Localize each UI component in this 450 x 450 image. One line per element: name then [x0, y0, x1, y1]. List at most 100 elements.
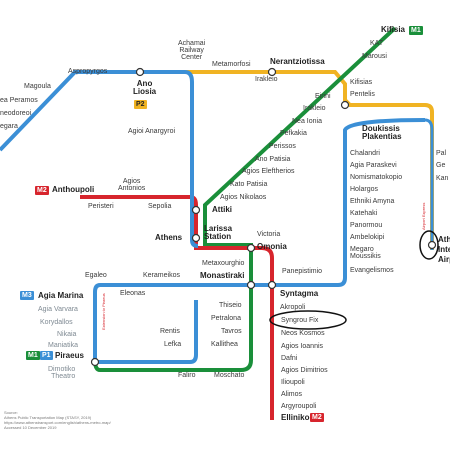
station-pefkakia: Pefkakia [280, 130, 307, 137]
station-syngrou-fix: Syngrou Fix [281, 317, 319, 324]
station-marousi: Marousi [362, 53, 387, 60]
badge-agia-marina-m3: M3 [20, 291, 34, 300]
station-alimos: Alimos [281, 391, 303, 398]
station-athens: Athens [155, 233, 183, 242]
station-evangelismos: Evangelismos [350, 267, 394, 274]
station-agios-dimitrios: Agios Dimitrios [281, 367, 328, 374]
station-ano-liosia: Ano Liosia [133, 79, 157, 96]
station-attiki: Attiki [212, 205, 232, 214]
station-korydallos: Korydallos [40, 319, 73, 326]
station-kato-patisia: Kato Patisia [230, 181, 268, 188]
source-note: Source: Athens Public Transportation Map… [4, 410, 111, 430]
station-nomismatokopio: Nomismatokopio [350, 174, 403, 181]
station-kifisias: Kifisias [350, 79, 373, 86]
station-piraeus: Piraeus [55, 351, 84, 360]
station-tavros: Tavros [221, 328, 242, 335]
station-irakleio-yellow: Irakleio [255, 76, 278, 83]
station-chalandri: Chalandri [350, 150, 380, 157]
station-kan: Kan [436, 175, 449, 182]
station-agia-varvara: Agia Varvara [38, 306, 78, 313]
station-faliro: Faliro [178, 372, 196, 379]
station-panormou: Panormou [350, 222, 383, 229]
station-achamai: Achamai Railway Center [178, 40, 206, 61]
line-blue-airport [424, 118, 434, 250]
station-magoula: Magoula [24, 83, 51, 90]
station-monastiraki: Monastiraki [200, 271, 245, 280]
note-left-vertical: Extension to Piraeus [101, 293, 106, 330]
station-agios-eleftherios: Agios Eleftherios [242, 168, 295, 175]
station-akropoli: Akropoli [280, 304, 306, 311]
station-petralona: Petralona [211, 315, 241, 322]
station-eleonas: Eleonas [120, 290, 146, 297]
station-agia-paraskevi: Agia Paraskevi [350, 162, 397, 169]
station-metamorfosi: Metamorfosi [212, 61, 251, 68]
station-megara: egara [0, 123, 18, 130]
badge-piraeus-m1: M1 [26, 351, 40, 360]
station-ath: Ath [438, 235, 450, 244]
station-panepistimio: Panepistimio [282, 268, 323, 275]
badge-elliniko-m2: M2 [310, 413, 324, 422]
station-kat: KAT [370, 40, 384, 47]
station-ano-patisia: Ano Patisia [255, 156, 291, 163]
station-elliniko: Elliniko [281, 413, 310, 422]
syngrou-fix-circle [269, 310, 347, 330]
station-agia-marina: Agia Marina [38, 291, 84, 300]
station-maniatika: Maniatika [48, 342, 78, 349]
station-larissa: Larissa Station [204, 224, 233, 241]
station-inte: Inte [438, 245, 450, 254]
station-syntagma: Syntagma [280, 289, 319, 298]
station-rentis: Rentis [160, 328, 180, 335]
station-neos-kosmos: Neos Kosmos [281, 330, 325, 337]
badge-piraeus-p1: P1 [40, 351, 53, 360]
station-anthoupoli: Anthoupoli [52, 185, 95, 194]
station-nea-ionia: Nea Ionia [292, 118, 322, 125]
station-pal: Pal [436, 150, 447, 157]
station-perissos: Perissos [269, 143, 296, 150]
station-airp: Airp [438, 255, 450, 264]
station-metaxourghio: Metaxourghio [202, 260, 245, 267]
station-aspropyrgos: Aspropyrgos [68, 68, 108, 75]
station-nikaia: Nikaia [57, 331, 77, 338]
line-m3-blue [93, 118, 426, 355]
station-sepolia: Sepolia [148, 203, 172, 210]
station-lefka: Lefka [164, 341, 182, 348]
station-dafni: Dafni [281, 355, 298, 362]
station-agios-ioannis: Agios Ioannis [281, 343, 324, 350]
badge-anthoupoli-m2: M2 [35, 186, 49, 195]
station-kifisia: Kifisia [381, 25, 406, 34]
station-holargos: Holargos [350, 186, 379, 193]
station-ge: Ge [436, 162, 446, 169]
line-m2-red [80, 195, 274, 420]
station-dimotiko: Dimotiko Theatro [48, 366, 76, 380]
station-peristeri: Peristeri [88, 203, 114, 210]
station-kerameikos: Kerameikos [143, 272, 180, 279]
station-nea-peramos: ea Peramos [0, 97, 38, 104]
note-right-vertical: Airport Express [421, 202, 426, 230]
station-eirini: Eirini [315, 93, 331, 100]
badge-kifisia-m1: M1 [409, 26, 423, 35]
station-katehaki: Katehaki [350, 210, 378, 217]
station-pentelis: Pentelis [350, 91, 375, 98]
line-m1-green [93, 26, 397, 372]
station-irakleio-green: Irakleio [303, 105, 326, 112]
station-ethniki-amyna: Ethniki Amyna [350, 198, 395, 205]
station-thiseio: Thiseio [219, 302, 242, 309]
station-megaro: Megaro Moussikis [350, 246, 381, 260]
station-doukissis: Doukissis Plakentias [362, 124, 402, 141]
station-victoria: Victoria [257, 231, 281, 238]
station-nerantziotissa: Nerantziotissa [270, 57, 325, 66]
suburban-line-yellow [140, 70, 434, 250]
station-argyroupoli: Argyroupoli [281, 403, 317, 410]
airport-circle [419, 230, 439, 260]
station-kallithea: Kallithea [211, 341, 238, 348]
badge-ano-liosia-p2: P2 [134, 100, 147, 109]
line-p1-blue [93, 300, 198, 364]
station-omonia: Omonia [257, 242, 287, 251]
station-ilioupoli: Ilioupoli [281, 379, 305, 386]
station-egaleo: Egaleo [85, 272, 107, 279]
station-agios-nikolaos: Agios Nikolaos [220, 194, 267, 201]
station-moschato: Moschato [214, 372, 245, 379]
station-agios-antonios: Agios Antonios [118, 178, 146, 192]
